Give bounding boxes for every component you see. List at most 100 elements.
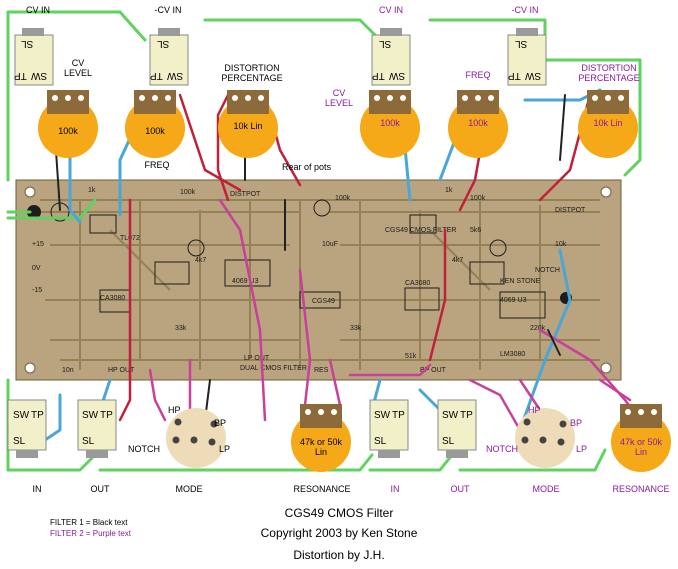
pcb-r4k7-a: 4k7: [195, 257, 206, 264]
pcb-c10n: 10n: [62, 367, 74, 374]
jack-bottom-2: [77, 399, 117, 458]
jack-bottom-3: [369, 399, 409, 458]
pot-freq-2: [448, 90, 508, 158]
pot-cv-level-1: [38, 90, 98, 158]
pcb-chip4-label: CGS49: [312, 298, 335, 305]
pot-resonance-2: [611, 404, 671, 472]
jackb2-sl-label: SL: [82, 436, 95, 447]
footer-title: CGS49 CMOS Filter: [284, 506, 394, 520]
f2-lp-label: LP: [576, 444, 588, 454]
pcb-r1k-a: 1k: [88, 187, 96, 194]
f1-distortion-label: DISTORTION PERCENTAGE: [221, 63, 283, 83]
f2-pot-freq-value: 100k: [468, 118, 488, 128]
pcb-gnd: 0V: [32, 265, 41, 272]
jack-bottom-1: [7, 399, 47, 458]
f2-neg-cv-in-label: -CV IN: [511, 5, 539, 15]
f1-resonance-caption: RESONANCE: [293, 484, 351, 494]
jack3-sl-label: SL: [379, 38, 392, 49]
f2-pot-dist-value: 10k Lin: [593, 118, 623, 128]
pot-cv-level-2: [360, 90, 420, 158]
jack-bottom-4: [437, 399, 477, 458]
pcb-r4k7-b: 4k7: [452, 257, 463, 264]
jack-top-1: [14, 28, 54, 86]
f1-neg-cv-in-label: -CV IN: [154, 5, 182, 15]
pcb-r100k-a: 100k: [180, 189, 196, 196]
pot-distortion-1: [218, 90, 278, 158]
pcb-m15: -15: [32, 287, 42, 294]
f2-mode-caption: MODE: [532, 484, 560, 494]
jack2-sw-label: SW: [167, 70, 184, 81]
f2-hp-label: HP: [528, 405, 541, 415]
f2-notch-label: NOTCH: [486, 444, 518, 454]
jackb3-sl-label: SL: [374, 436, 387, 447]
pcb-res-1: RES: [314, 367, 329, 374]
f2-in-caption: IN: [390, 484, 400, 494]
f1-cv-in-label: CV IN: [25, 5, 51, 15]
footer-distortion: Distortion by J.H.: [293, 548, 385, 562]
f2-out-caption: OUT: [450, 484, 470, 494]
jack2-sl-label: SL: [157, 38, 170, 49]
pcb-r100k-c: 100k: [470, 195, 486, 202]
pcb-p15: +15: [32, 241, 44, 248]
f1-pot-dist-value: 10k Lin: [233, 121, 263, 131]
jackb1-sw-label: SW: [13, 410, 30, 421]
mode-switch-2: [515, 408, 575, 468]
jack4-tp-label: TP: [508, 70, 521, 81]
pcb-dist-2: DISTPOT: [555, 207, 586, 214]
pcb-r220k: 220k: [530, 325, 546, 332]
f2-cv-in-label: CV IN: [378, 5, 404, 15]
jack1-sl-label: SL: [21, 38, 34, 49]
f2-freq-label: FREQ: [465, 70, 491, 80]
pcb-r10k: 10k: [555, 241, 567, 248]
f2-distortion-label: DISTORTION PERCENTAGE: [578, 63, 640, 83]
pcb-board-title: CGS49 CMOS FILTER: [385, 227, 456, 234]
jack3-sw-label: SW: [389, 70, 406, 81]
jackb2-sw-label: SW: [82, 410, 99, 421]
f2-bp-label: BP: [570, 418, 583, 428]
rear-of-pots-label: Rear of pots: [282, 162, 332, 172]
jack-top-4: [507, 28, 547, 86]
jackb2-tp-label: TP: [100, 410, 113, 421]
pcb-chip3-label: 4069 U3: [232, 278, 259, 285]
jack2-tp-label: TP: [150, 70, 163, 81]
pcb-chip2-label: CA3080: [100, 295, 125, 302]
jack1-sw-label: SW: [31, 70, 48, 81]
pcb-labels: TL072 CA3080 4069 U3 CGS49 CA3080 4069 U…: [32, 187, 586, 374]
pcb-chip8-label: LM3080: [500, 351, 525, 358]
f1-in-caption: IN: [32, 484, 42, 494]
pcb-r33k-b: 33k: [350, 325, 362, 332]
pcb-r51k: 51k: [405, 353, 417, 360]
f1-bp-label: BP: [214, 418, 227, 428]
f1-freq-label: FREQ: [144, 160, 170, 170]
pcb-chip7-label: KEN STONE: [500, 278, 541, 285]
pcb-r33k-a: 33k: [175, 325, 187, 332]
pcb-chip6-label: 4069 U3: [500, 297, 527, 304]
jack4-sl-label: SL: [515, 38, 528, 49]
jackb1-sl-label: SL: [13, 436, 26, 447]
jack4-sw-label: SW: [525, 70, 542, 81]
pot-resonance-1: [291, 404, 351, 472]
legend-filter1: FILTER 1 = Black text: [50, 518, 128, 527]
pcb-c10uf: 10uF: [322, 241, 338, 248]
f1-mode-caption: MODE: [175, 484, 203, 494]
pcb-hp-out: HP OUT: [108, 367, 135, 374]
pot-freq-1: [125, 90, 185, 158]
jackb4-tp-label: TP: [460, 410, 473, 421]
f2-resonance-pot-value: 47k or 50k Lin: [619, 437, 663, 457]
f1-pot-cv-value: 100k: [58, 126, 78, 136]
jackb4-sl-label: SL: [442, 436, 455, 447]
legend-filter2: FILTER 2 = Purple text: [50, 529, 131, 538]
jack3-tp-label: TP: [372, 70, 385, 81]
jack1-tp-label: TP: [14, 70, 27, 81]
f1-cv-level-label: CV LEVEL: [63, 58, 93, 78]
jackb3-tp-label: TP: [392, 410, 405, 421]
jack-top-3: [371, 28, 411, 86]
pcb-dist-1: DISTPOT: [230, 191, 261, 198]
pcb-bp-out: BP OUT: [420, 367, 447, 374]
pcb-board: [15, 179, 622, 381]
mode-switch-1: [166, 408, 226, 468]
f1-hp-label: HP: [168, 405, 181, 415]
f2-pot-cv-value: 100k: [380, 118, 400, 128]
f1-lp-label: LP: [219, 444, 231, 454]
